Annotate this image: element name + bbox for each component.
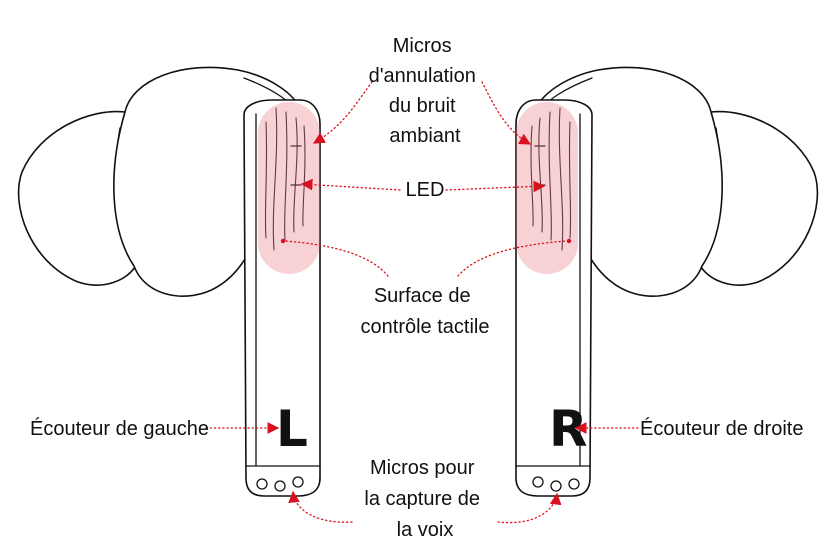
- label-anc-mics: Micros d'annulation du bruit ambiant: [369, 35, 482, 147]
- right-touch-zone: [516, 102, 578, 274]
- leader-voice-right: [497, 492, 562, 524]
- label-voice-line-1: Micros pour: [370, 457, 475, 479]
- leader-voice-left: [288, 490, 353, 523]
- leader-lines: [205, 81, 639, 524]
- label-touch-line-1: Surface de: [374, 285, 471, 307]
- label-led: LED: [406, 179, 445, 201]
- label-left-bud: Écouteur de gauche: [30, 417, 209, 440]
- right-earbud: [515, 66, 819, 497]
- left-bud-letter: L: [276, 400, 308, 458]
- right-bud-letter: R: [549, 400, 588, 458]
- left-touch-dot: [280, 238, 286, 244]
- label-anc-line-3: du bruit: [389, 95, 456, 117]
- label-touch-surface: Surface de contrôle tactile: [361, 285, 490, 338]
- label-anc-line-4: ambiant: [389, 125, 461, 147]
- label-voice-line-2: la capture de: [364, 488, 480, 510]
- label-anc-line-2: d'annulation: [369, 65, 476, 87]
- left-touch-zone: [258, 102, 320, 274]
- label-right-bud: Écouteur de droite: [640, 417, 803, 440]
- leader-touch-right: [457, 240, 567, 277]
- label-voice-line-3: la voix: [397, 519, 454, 541]
- leader-led-right: [445, 180, 546, 193]
- leader-touch-left: [284, 240, 389, 277]
- leader-anc-right: [481, 81, 532, 145]
- label-anc-line-1: Micros: [393, 35, 452, 57]
- right-touch-dot: [566, 238, 572, 244]
- leader-led-left: [300, 178, 401, 191]
- label-touch-line-2: contrôle tactile: [361, 316, 490, 338]
- left-earbud: [17, 66, 321, 497]
- label-voice-mics: Micros pour la capture de la voix: [364, 457, 485, 541]
- leader-anc-left: [312, 81, 373, 144]
